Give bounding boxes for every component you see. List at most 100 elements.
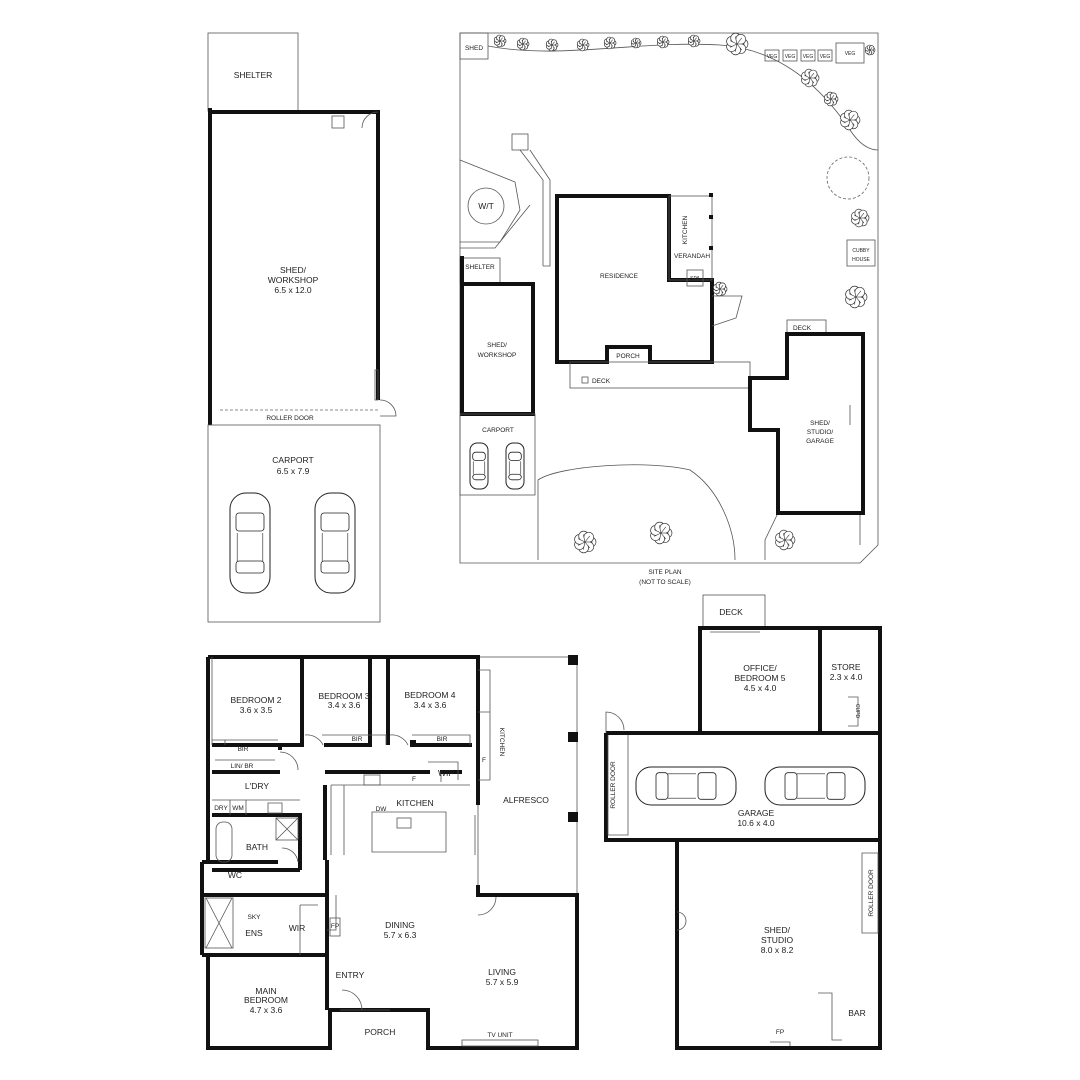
veg-label: VEG	[785, 54, 796, 60]
bir-label: BIR	[352, 736, 363, 743]
house-walls	[200, 655, 579, 1050]
tv-unit	[461, 1039, 539, 1047]
studio-label-2: STUDIO/	[807, 429, 834, 436]
car-icon	[635, 766, 737, 806]
dining-size: 5.7 x 6.3	[384, 930, 417, 940]
carport-outline	[207, 424, 381, 623]
studio-walls	[604, 626, 882, 1050]
site-shed-label: SHED/	[487, 342, 507, 349]
wir-label: WIR	[289, 923, 306, 933]
shower-cross	[205, 817, 299, 949]
car-icon	[469, 442, 489, 490]
bedroom3-label: BEDROOM 3	[318, 691, 369, 701]
fridge-label: F	[412, 776, 416, 783]
site-shelter-label: SHELTER	[465, 264, 495, 271]
office-size: 4.5 x 4.0	[744, 683, 777, 693]
main-bedroom-label: MAIN	[255, 986, 276, 996]
office-label-2: BEDROOM 5	[734, 673, 785, 683]
wip-label: WIP	[438, 768, 454, 778]
bedroom2-label: BEDROOM 2	[230, 695, 281, 705]
bir-label: BIR	[437, 736, 448, 743]
tree-icon	[801, 68, 820, 88]
studio-fixtures	[607, 631, 879, 1046]
porch-label: PORCH	[365, 1027, 396, 1037]
walkway	[519, 149, 551, 267]
door-swing-icon	[379, 399, 397, 417]
studio-label-2: STUDIO	[761, 935, 794, 945]
entry-label: ENTRY	[336, 970, 365, 980]
path-outline	[459, 159, 531, 249]
ensuite-shower-icon	[204, 897, 234, 949]
site-shed-label: SHED	[465, 45, 483, 52]
tree-icon	[576, 38, 590, 52]
garage-roller-door-label: ROLLER DOOR	[610, 761, 617, 809]
shed-label: SHED/	[280, 265, 307, 275]
cubby-label-2: HOUSE	[852, 257, 870, 263]
site-carport-label: CARPORT	[482, 427, 514, 434]
garden-bed-edge	[487, 43, 879, 151]
store-label: STORE	[831, 662, 860, 672]
garden-bed	[711, 295, 743, 327]
tree-icon	[840, 109, 861, 131]
car-icon	[314, 492, 356, 594]
site-shed-workshop	[460, 282, 535, 416]
bath-label: BATH	[246, 842, 268, 852]
living-label: LIVING	[488, 967, 516, 977]
door-swing	[605, 711, 625, 733]
tree-icon	[687, 34, 701, 48]
garage-apron	[764, 512, 861, 560]
alfresco-label: ALFRESCO	[503, 795, 549, 805]
wc-label: WC	[228, 870, 242, 880]
deck-outline	[569, 361, 751, 389]
main-bedroom-size: 4.7 x 3.6	[250, 1005, 283, 1015]
cupboard-label: CUPD	[854, 704, 860, 719]
car-icon	[505, 442, 525, 490]
studio-size: 8.0 x 8.2	[761, 945, 794, 955]
verandah-outline	[668, 195, 713, 281]
tree-icon	[630, 37, 642, 49]
veg-label: VEG	[767, 54, 778, 60]
driveway-outline	[537, 405, 851, 561]
site-plan: VEG VEG VEG VEG VEG SHED W/T SHELTER SHE…	[459, 32, 879, 586]
tree-icon	[574, 530, 597, 554]
shed-label-2: WORKSHOP	[268, 275, 319, 285]
double-door-swing	[676, 911, 687, 931]
bedroom4-label: BEDROOM 4	[404, 690, 455, 700]
tree-icon	[603, 36, 617, 50]
washing-machine-label: WM	[232, 805, 244, 812]
dishwasher-label: DW	[376, 806, 388, 813]
veg-label: VEG	[803, 54, 814, 60]
roller-door-label: ROLLER DOOR	[266, 415, 314, 422]
tree-icon	[726, 32, 749, 56]
window	[374, 369, 379, 401]
tree-icon	[775, 529, 796, 551]
car-icon	[764, 766, 866, 806]
studio-label: SHED/	[810, 420, 830, 427]
cubby-house-outline	[846, 239, 876, 267]
tree-icon	[656, 35, 670, 49]
veg-beds	[764, 42, 865, 64]
sink-icon	[331, 115, 345, 129]
site-plan-subtitle: (NOT TO SCALE)	[639, 579, 691, 586]
studio-label-3: GARAGE	[806, 438, 834, 445]
alfresco-kitchen-label: KITCHEN	[498, 728, 505, 757]
bir-label: BIR	[238, 746, 249, 753]
residence-label: RESIDENCE	[600, 273, 639, 280]
tree-icon	[864, 44, 876, 56]
cooktop-icon	[363, 774, 381, 786]
site-deck2-label: DECK	[793, 325, 812, 332]
site-shed-label-2: WORKSHOP	[478, 352, 517, 359]
sink-icon	[396, 817, 412, 829]
house-plan: BEDROOM 2 3.6 x 3.5 BEDROOM 3 3.4 x 3.6 …	[200, 655, 579, 1050]
veg-label: VEG	[820, 54, 831, 60]
skylight-label: SKY	[247, 914, 261, 921]
kitchen-label: KITCHEN	[396, 798, 433, 808]
bathtub-icon	[215, 821, 233, 863]
dining-label: DINING	[385, 920, 415, 930]
tree-icon	[650, 521, 673, 545]
door-swings	[279, 734, 497, 1011]
fireplace	[329, 917, 341, 937]
car-icon	[229, 492, 271, 594]
tree-icon	[516, 37, 530, 51]
